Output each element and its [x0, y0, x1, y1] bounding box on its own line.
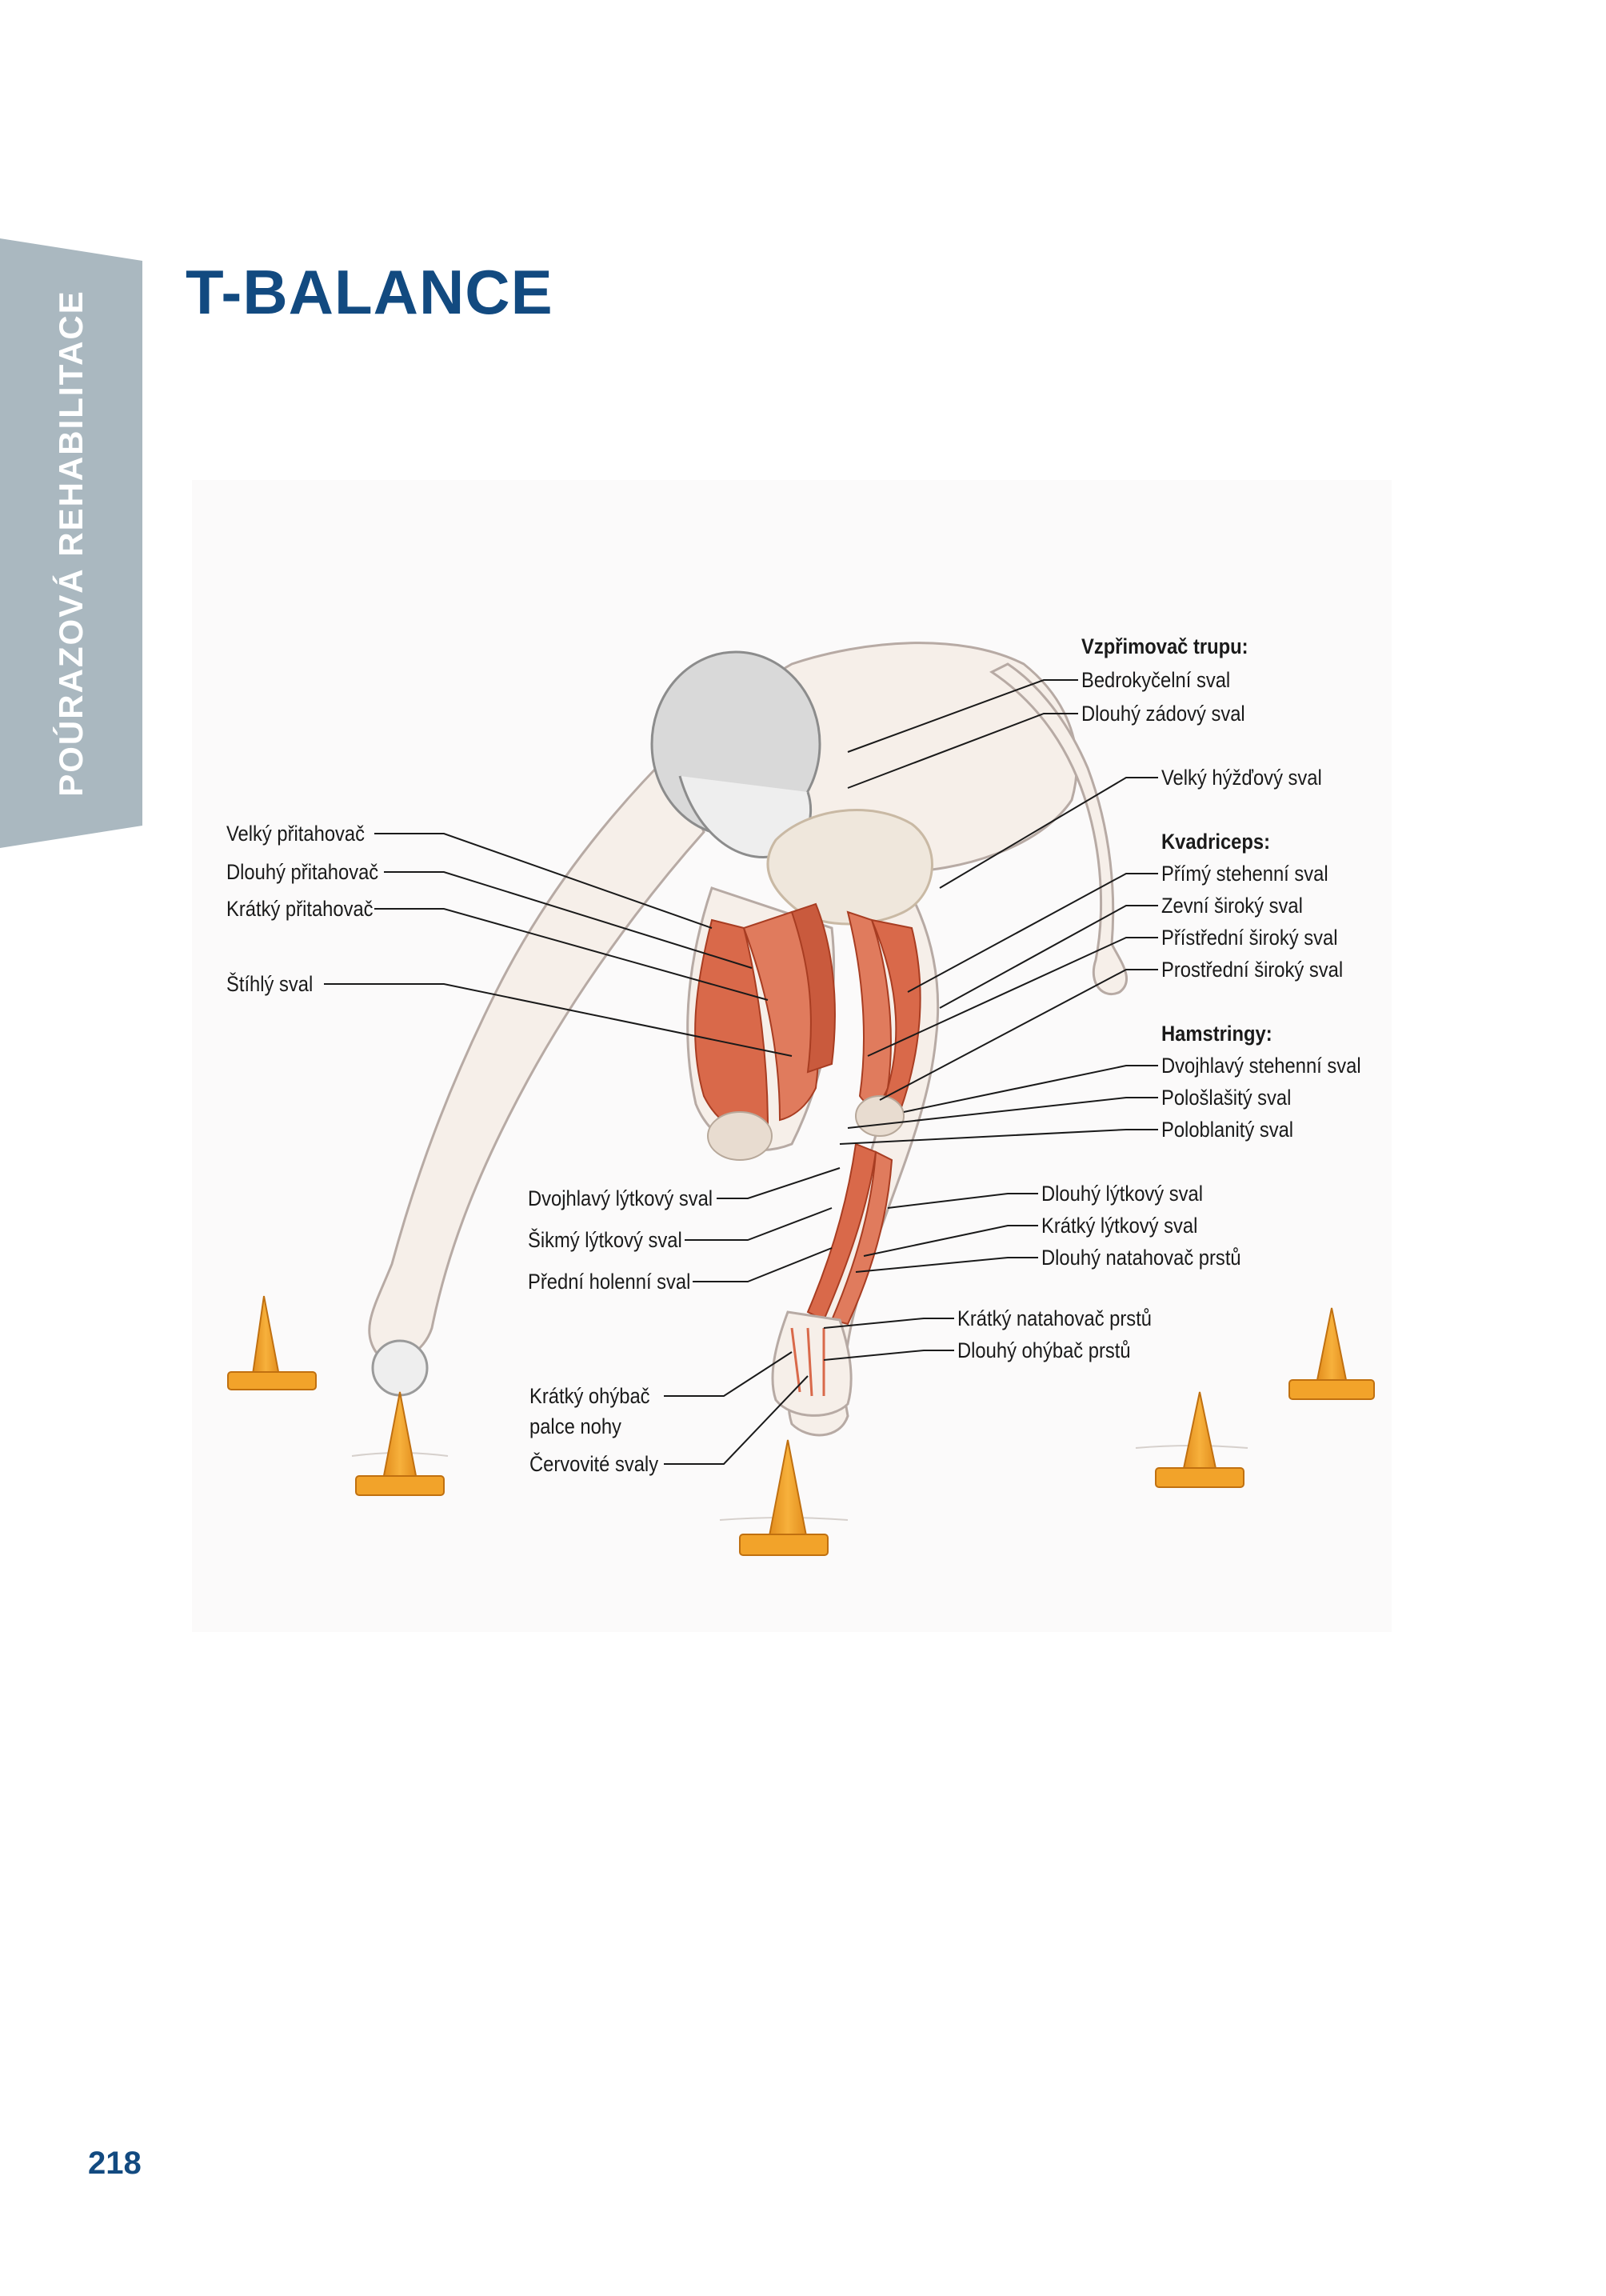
- label-erector-heading: Vzpřimovač trupu:: [1081, 634, 1248, 658]
- label-longissimus: Dlouhý zádový sval: [1081, 702, 1245, 726]
- label-iliocostalis: Bedrokyčelní sval: [1081, 668, 1231, 692]
- label-hamstrings-heading: Hamstringy:: [1161, 1022, 1272, 1046]
- label-gracilis: Štíhlý sval: [226, 972, 314, 996]
- label-adductor-brevis: Krátký přitahovač: [226, 897, 374, 921]
- cone-2: [355, 1391, 445, 1496]
- cone-1: [227, 1295, 317, 1390]
- section-side-tab: POÚRAZOVÁ REHABILITACE: [0, 238, 142, 848]
- page-number: 218: [88, 2146, 142, 2181]
- label-semimembranosus: Poloblanitý sval: [1161, 1118, 1294, 1142]
- foot: [771, 1310, 853, 1417]
- label-vastus-intermedius: Prostřední široký sval: [1161, 958, 1344, 982]
- ball: [371, 1339, 429, 1397]
- label-extensor-digitorum-longus: Dlouhý natahovač prstů: [1041, 1246, 1241, 1270]
- label-vastus-lateralis: Zevní široký sval: [1161, 894, 1303, 918]
- label-flexor-digitorum-longus: Dlouhý ohýbač prstů: [957, 1338, 1131, 1362]
- label-adductor-magnus: Velký přitahovač: [226, 822, 366, 846]
- label-vastus-medialis: Přístřední široký sval: [1161, 926, 1338, 950]
- label-gastrocnemius: Dvojhlavý lýtkový sval: [528, 1186, 713, 1210]
- label-rectus-femoris: Přímý stehenní sval: [1161, 862, 1328, 886]
- standing-thigh-muscles: [846, 910, 921, 1137]
- label-soleus: Šikmý lýtkový sval: [528, 1228, 682, 1252]
- label-peroneus-brevis: Krátký lýtkový sval: [1041, 1214, 1198, 1238]
- label-flexor-hallucis-brevis-line2: palce nohy: [529, 1414, 621, 1438]
- label-extensor-digitorum-brevis: Krátký natahovač prstů: [957, 1306, 1153, 1330]
- label-quadriceps-heading: Kvadriceps:: [1161, 830, 1271, 854]
- cone-5: [1288, 1307, 1375, 1400]
- cone-4: [1155, 1391, 1244, 1488]
- label-adductor-longus: Dlouhý přitahovač: [226, 860, 379, 884]
- thigh-muscles: [694, 902, 836, 1161]
- cone-3: [739, 1439, 829, 1556]
- label-semitendinosus: Pološlašitý sval: [1161, 1086, 1292, 1110]
- label-flexor-hallucis-brevis-line1: Krátký ohýbač: [529, 1384, 650, 1408]
- label-peroneus-longus: Dlouhý lýtkový sval: [1041, 1182, 1204, 1206]
- label-tibialis-anterior: Přední holenní sval: [528, 1270, 691, 1294]
- page-title: T-BALANCE: [186, 257, 553, 327]
- pelvis: [766, 809, 933, 926]
- label-gluteus-maximus: Velký hýžďový sval: [1161, 766, 1322, 790]
- leader-lines: [324, 679, 1158, 1465]
- label-biceps-femoris: Dvojhlavý stehenní sval: [1161, 1054, 1361, 1078]
- lower-leg-muscles: [806, 1142, 893, 1326]
- label-lumbricals: Červovité svaly: [529, 1452, 659, 1476]
